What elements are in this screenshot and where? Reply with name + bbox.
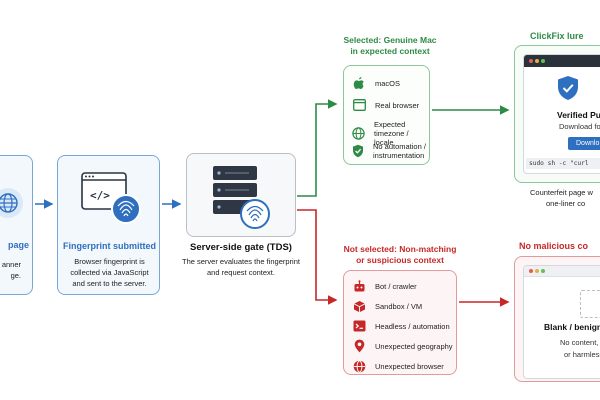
fingerprint-desc-line3: and sent to the server. [72, 279, 147, 288]
not-selected-header-line2: or suspicious context [356, 255, 444, 265]
sandbox-box-icon [353, 300, 365, 312]
selected-item-macos: macOS [352, 76, 400, 90]
download-text: Download fo [559, 122, 600, 131]
selected-item-label: No automation / instrumentation [373, 142, 426, 160]
robot-icon [354, 279, 364, 291]
selected-item-label: macOS [375, 78, 401, 88]
not-selected-item-geography: Unexpected geography [352, 339, 453, 353]
benign-title: Blank / benign [544, 322, 600, 332]
fingerprint-desc-line2: collected via JavaScript [70, 268, 149, 277]
landing-page-card: page anner ge. [0, 155, 33, 295]
window-max-dot [541, 59, 545, 63]
window-min-dot [535, 59, 539, 63]
verified-title: Verified Pu [557, 110, 600, 120]
arrow-server-to-not-selected [297, 209, 338, 305]
arrow-server-to-selected [297, 99, 338, 197]
server-gate-card [186, 153, 296, 237]
not-selected-item-label: Sandbox / VM [375, 301, 423, 311]
fake-browser-window: Verified Pu Download fo Downlo sudo sh -… [523, 54, 600, 174]
selected-header-line1: Selected: Genuine Mac [343, 35, 437, 45]
fake-browser-titlebar [524, 55, 600, 67]
landing-desc-line2: ge. [10, 271, 21, 280]
globe-icon [353, 359, 365, 373]
fingerprint-card: </> Fingerprint submitted Browser finger… [57, 155, 160, 295]
selected-item-real-browser: Real browser [352, 98, 419, 112]
window-min-dot [535, 269, 539, 273]
not-selected-item-label: Unexpected geography [375, 341, 453, 351]
not-selected-item-label: Bot / crawler [375, 281, 417, 291]
selected-item-label: Real browser [375, 100, 420, 110]
window-close-dot [529, 59, 533, 63]
landing-globe-icon-circle [0, 188, 23, 218]
benign-desc-line1: No content, bl [560, 338, 600, 347]
not-selected-item-label: Headless / automation [375, 321, 450, 331]
landing-desc-line1: anner [1, 260, 21, 269]
not-selected-criteria-card: Bot / crawler Sandbox / VM Headless / au… [343, 270, 457, 375]
not-selected-item-browser: Unexpected browser [352, 359, 444, 373]
code-window-fingerprint-icon: </> [81, 172, 141, 224]
not-selected-item-bot: Bot / crawler [352, 279, 417, 293]
benign-desc-line2: or harmless [564, 350, 600, 359]
browser-window-icon [352, 99, 366, 111]
fingerprint-title: Fingerprint submitted [63, 241, 156, 251]
blank-browser-titlebar [524, 266, 600, 277]
not-selected-item-label: Unexpected browser [375, 361, 444, 371]
server-desc-line2: and request context. [207, 268, 275, 277]
selected-criteria-card: macOS Real browser Expected timezone / l… [343, 65, 430, 165]
not-selected-item-sandbox: Sandbox / VM [352, 299, 422, 313]
globe-icon [0, 193, 18, 213]
clickfix-caption-line1: Counterfeit page w [530, 188, 593, 197]
clickfix-caption-line2: one-liner co [546, 199, 586, 208]
blank-placeholder-icon [580, 290, 600, 318]
not-selected-item-headless: Headless / automation [352, 319, 450, 333]
location-pin-icon [354, 339, 364, 353]
download-button[interactable]: Downlo [568, 137, 600, 150]
selected-item-timezone: Expected timezone / locale [352, 120, 429, 147]
selected-header-line2: in expected context [350, 46, 430, 56]
terminal-icon [353, 320, 365, 332]
apple-icon [353, 77, 364, 89]
shield-check-icon [558, 76, 578, 100]
server-stack-fingerprint-icon [213, 166, 270, 229]
blank-browser-window: Blank / benign No content, bl or harmles… [523, 265, 600, 379]
selected-item-no-automation: No automation / instrumentation [352, 142, 429, 160]
benign-header: No malicious co [519, 241, 589, 251]
selected-item-label: Expected timezone / locale [374, 120, 409, 147]
not-selected-header-line1: Not selected: Non-matching [343, 244, 457, 254]
svg-text:</>: </> [90, 189, 110, 202]
clickfix-card: Verified Pu Download fo Downlo sudo sh -… [514, 45, 600, 183]
server-title: Server-side gate (TDS) [190, 242, 292, 253]
command-line: sudo sh -c "curl [526, 158, 600, 169]
window-max-dot [541, 269, 545, 273]
fingerprint-desc-line1: Browser fingerprint is [74, 257, 145, 266]
landing-title: page [7, 240, 29, 250]
globe-icon [352, 127, 365, 140]
shield-check-icon [353, 144, 363, 158]
window-close-dot [529, 269, 533, 273]
benign-card: Blank / benign No content, bl or harmles… [514, 256, 600, 382]
server-desc-line1: The server evaluates the fingerprint [182, 257, 300, 266]
clickfix-header: ClickFix lure [530, 31, 584, 41]
